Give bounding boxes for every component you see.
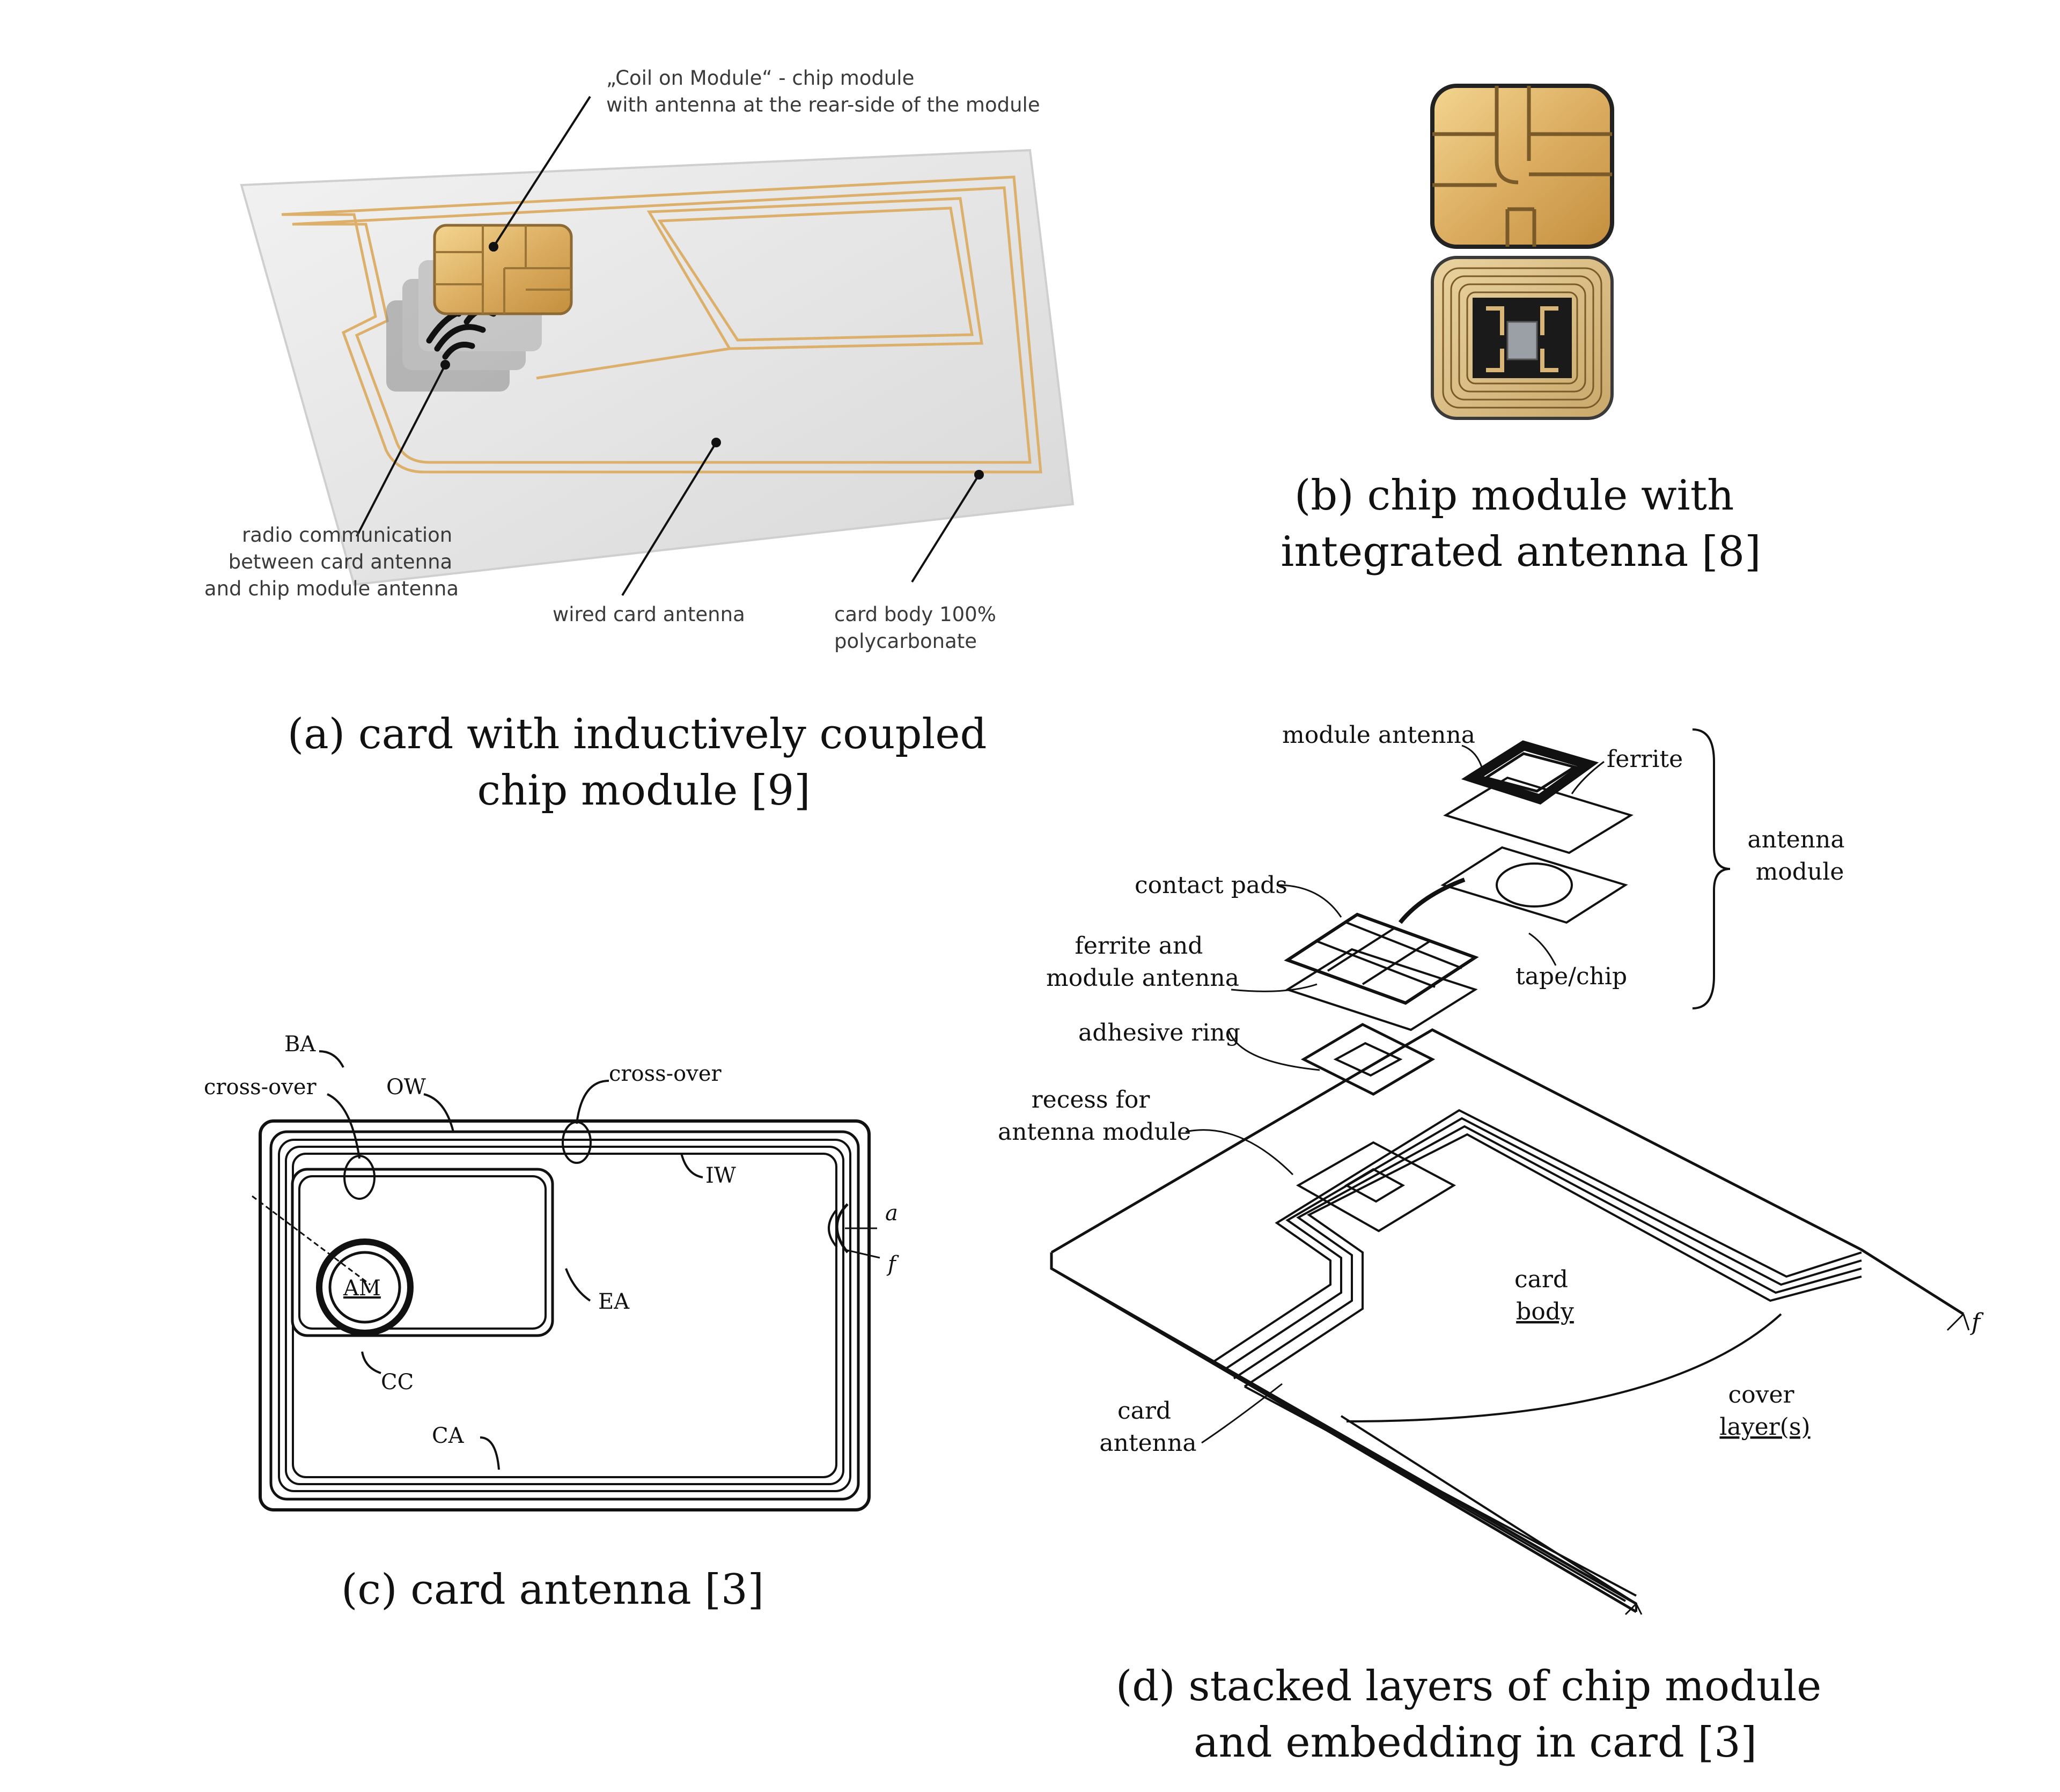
label-crossover-left: cross-over <box>204 1075 317 1100</box>
chip-module-a <box>433 224 573 315</box>
label-crossover-right: cross-over <box>609 1061 722 1086</box>
label-ferrite: ferrite <box>1607 746 1683 773</box>
label-cc: CC <box>381 1370 414 1395</box>
caption-b: (b) chip module with integrated antenna … <box>1281 471 1761 576</box>
label-tape-chip: tape/chip <box>1515 963 1627 990</box>
panel-a-card-illustration <box>240 95 1075 596</box>
caption-c: (c) card antenna [3] <box>341 1566 764 1614</box>
label-contact-pads: contact pads <box>1135 872 1288 899</box>
label-card-body-d: card body <box>1514 1266 1576 1325</box>
label-cover-layers: cover layer(s) <box>1719 1381 1810 1441</box>
label-recess: recess for antenna module <box>998 1086 1191 1146</box>
label-iw: IW <box>705 1163 736 1188</box>
label-ca: CA <box>432 1424 465 1448</box>
label-ow: OW <box>386 1075 426 1100</box>
caption-d: (d) stacked layers of chip module and em… <box>1116 1662 1835 1767</box>
label-card-body: card body 100% polycarbonate <box>834 603 1003 653</box>
label-wired-card-antenna: wired card antenna <box>553 603 745 626</box>
label-ferrite-and-module-antenna: ferrite and module antenna <box>1046 932 1239 992</box>
caption-a: (a) card with inductively coupled chip m… <box>288 710 1000 815</box>
leader-lines-a <box>356 95 980 596</box>
label-a: a <box>885 1201 898 1226</box>
label-ea: EA <box>598 1289 630 1314</box>
label-f-d: f <box>1970 1309 1984 1336</box>
panel-b-chip-rear-antenna <box>1431 256 1614 420</box>
label-card-antenna-d: card antenna <box>1099 1397 1196 1457</box>
label-antenna-module: antenna module <box>1747 826 1852 886</box>
label-adhesive-ring: adhesive ring <box>1078 1019 1240 1046</box>
panel-d-exploded-view <box>1050 728 1970 1616</box>
panel-b-chip-front <box>1430 84 1614 249</box>
label-f-c: f <box>886 1252 899 1277</box>
label-ba: BA <box>284 1032 316 1057</box>
label-radio-communication: radio communication between card antenna… <box>204 523 459 600</box>
panel-c-card-antenna-drawing <box>252 1050 880 1511</box>
wired-card-antenna-coil <box>281 175 1042 474</box>
label-module-antenna: module antenna <box>1282 721 1475 749</box>
label-coil-on-module: „Coil on Module“ - chip module with ante… <box>606 67 1040 116</box>
label-am: AM <box>343 1276 381 1301</box>
